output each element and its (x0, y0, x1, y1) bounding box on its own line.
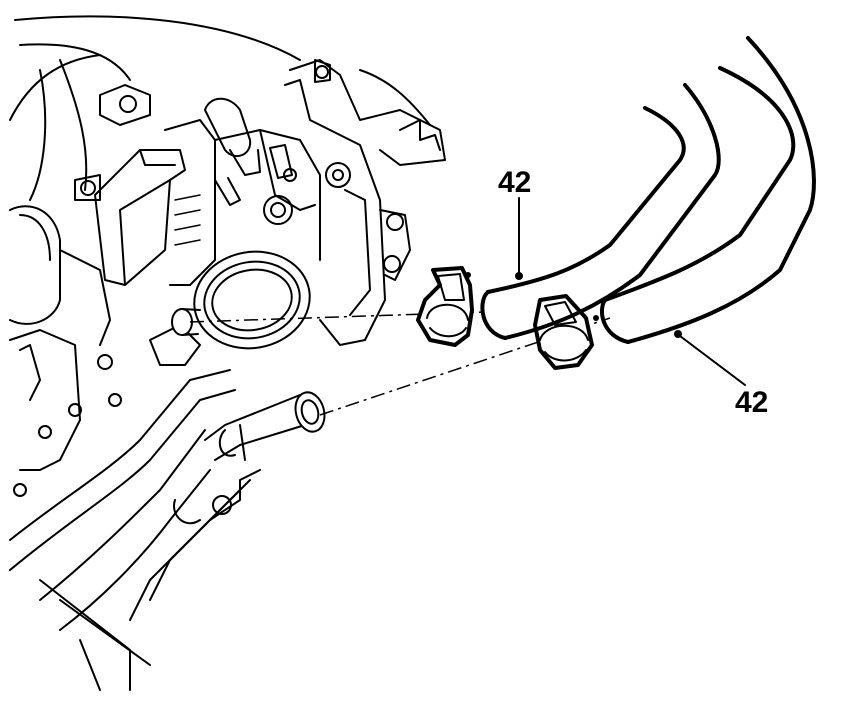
callout-leader-lower (679, 335, 746, 386)
throttle-body (94, 97, 411, 350)
callout-dot-upper (515, 272, 523, 280)
upper-hose-clamp (416, 266, 474, 347)
lower-hose (600, 36, 816, 344)
callout-label-upper: 42 (498, 166, 531, 199)
engine-intake-manifold (9, 15, 446, 201)
coolant-pipe-stub (204, 391, 326, 461)
callout-upper-hose: 42 (498, 166, 531, 280)
callout-label-lower: 42 (735, 386, 768, 419)
engine-block (9, 174, 122, 497)
callout-lower-hose: 42 (674, 330, 768, 419)
callout-dot-lower (674, 330, 682, 338)
lower-piping (9, 324, 261, 691)
upper-hose (480, 83, 721, 340)
